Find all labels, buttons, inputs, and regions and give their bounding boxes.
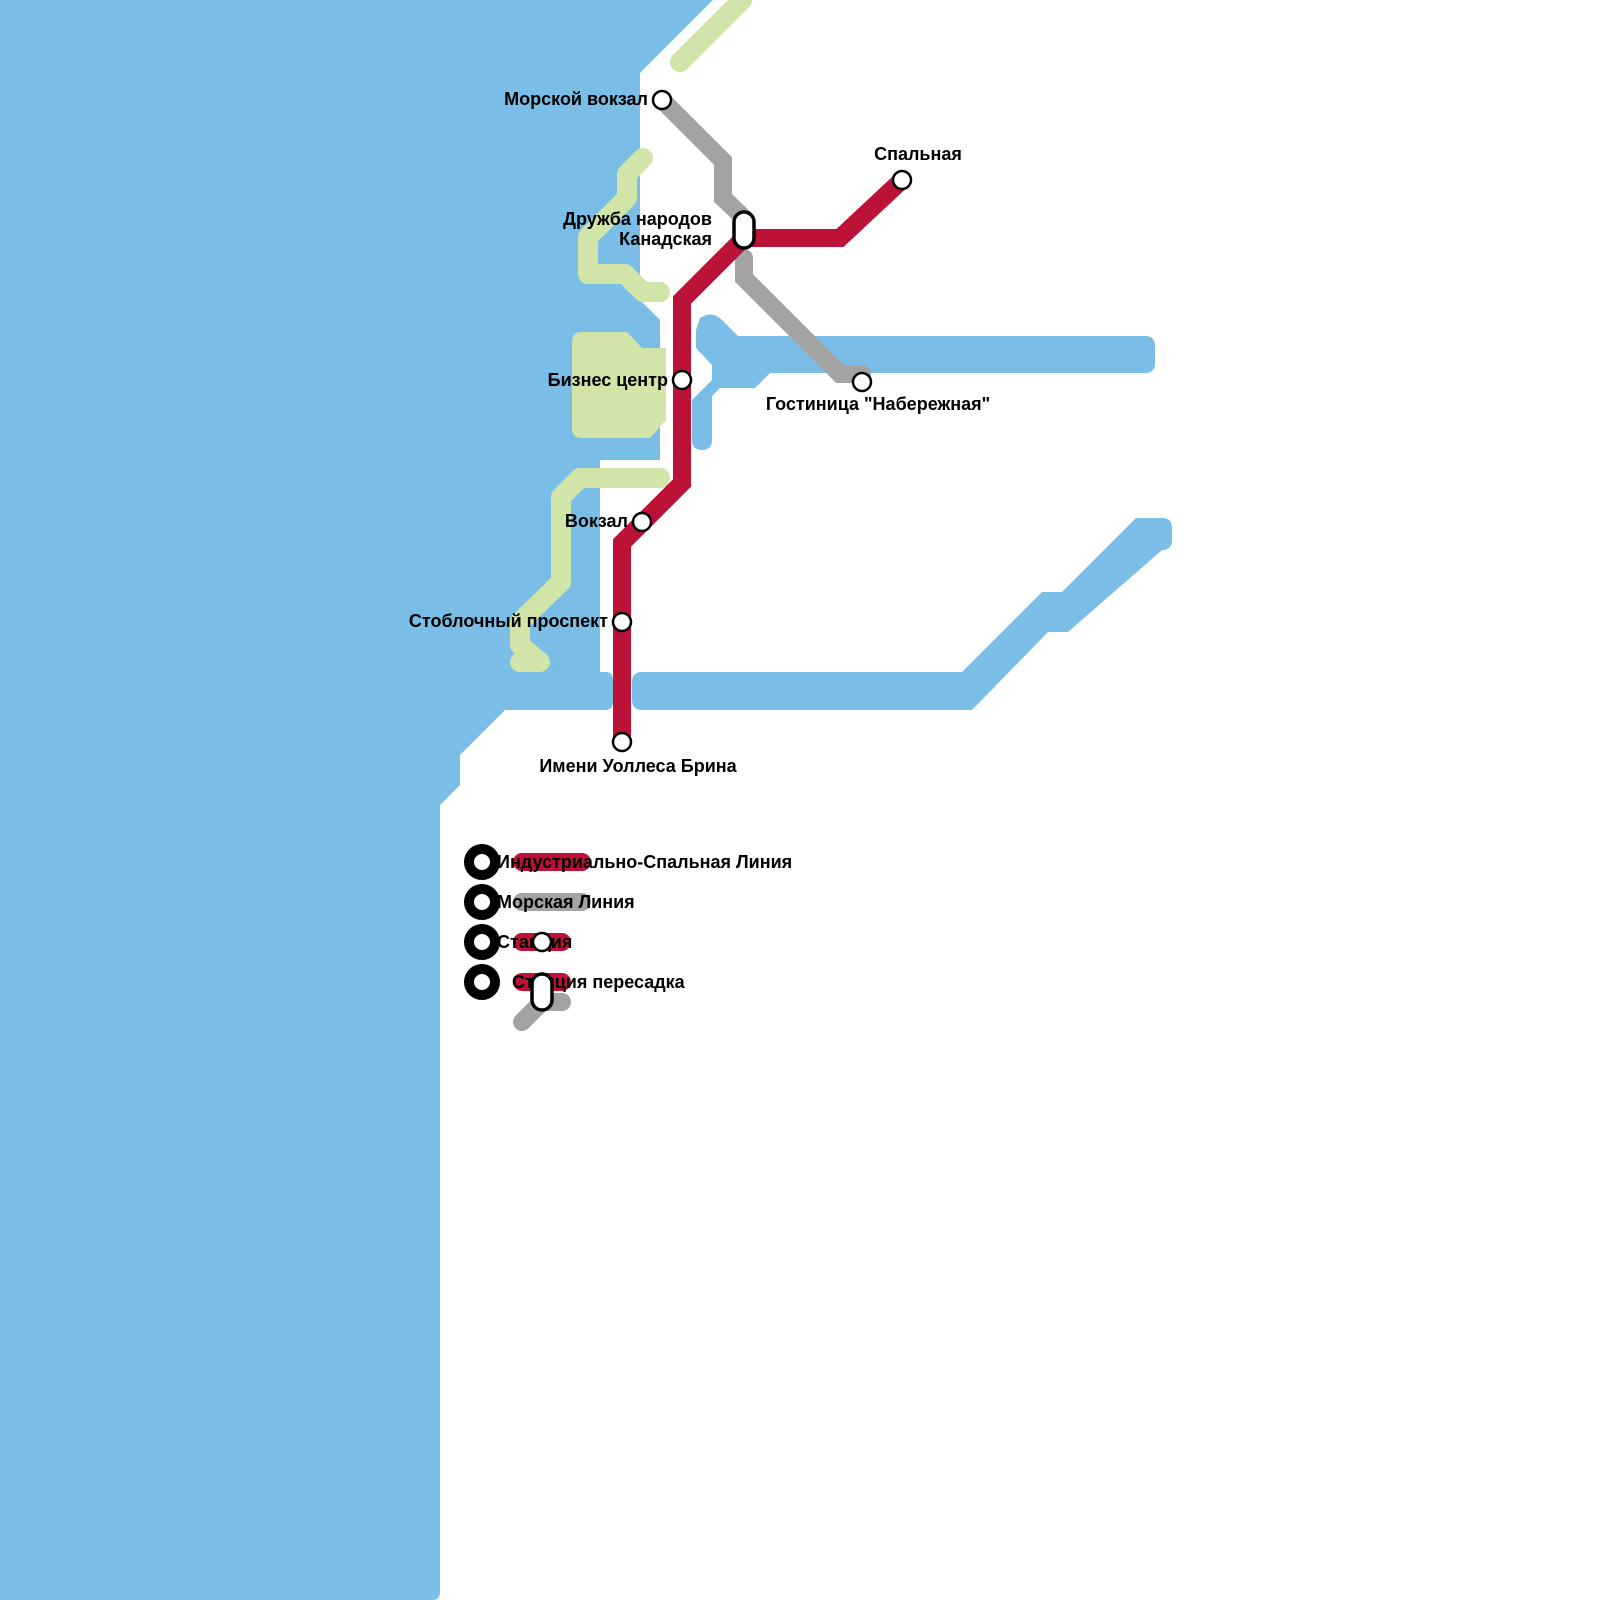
label-stoblochny: Стоблочный проспект	[409, 611, 608, 631]
legend-ring-icon	[464, 844, 500, 880]
station-vokzal[interactable]	[631, 511, 653, 533]
legend-label: Морская Линия	[497, 892, 635, 912]
legend-item-transfer: Станция пересадка	[464, 964, 686, 1031]
river-lower-west	[500, 672, 613, 710]
park-strip-north	[670, 0, 752, 72]
legend-item-sea-line: Морская Линия	[464, 884, 635, 920]
legend-item-industrial-line: Индустриально-Спальная Линия	[464, 844, 792, 880]
sea-line-path	[653, 91, 871, 383]
label-breen: Имени Уоллеса Брина	[539, 756, 737, 776]
legend: Индустриально-Спальная Линия Морская Лин…	[464, 844, 792, 1031]
legend-label: Станция пересадка	[512, 972, 686, 992]
river-upper	[692, 314, 1155, 450]
station-transfer-druzhba-kanadskaya[interactable]	[732, 210, 756, 250]
metro-lines	[613, 91, 911, 749]
station-labels: Морской вокзал Спальная Дружба народов К…	[409, 89, 990, 776]
label-vokzal: Вокзал	[565, 511, 628, 531]
park-strip-south	[510, 468, 670, 672]
station-morskoy-vokzal[interactable]	[651, 89, 673, 111]
legend-ring-icon	[464, 964, 500, 1000]
legend-station-icon	[531, 931, 553, 953]
river-upper-inlet	[720, 336, 810, 373]
legend-ring-icon	[464, 924, 500, 960]
label-gostinica: Гостиница "Набережная"	[766, 394, 990, 414]
legend-transfer-icon	[530, 972, 554, 1012]
legend-ring-icon	[464, 884, 500, 920]
station-spalnaya[interactable]	[891, 169, 913, 191]
label-biznes-centr: Бизнес центр	[548, 370, 668, 390]
stations	[611, 89, 913, 753]
label-morskoy-vokzal: Морской вокзал	[504, 89, 648, 109]
sea-area	[0, 0, 713, 1600]
station-breen[interactable]	[611, 731, 633, 753]
label-spalnaya: Спальная	[874, 144, 962, 164]
park-block	[572, 332, 666, 438]
water-layer	[0, 0, 1172, 1600]
river-lower	[632, 518, 1172, 710]
park-strip-coast	[578, 148, 670, 302]
station-gostinica[interactable]	[851, 371, 873, 393]
station-stoblochny[interactable]	[611, 611, 633, 633]
legend-label: Индустриально-Спальная Линия	[497, 852, 792, 872]
legend-item-station: Станция	[464, 924, 572, 960]
station-biznes-centr[interactable]	[671, 369, 693, 391]
industrial-line-path	[613, 171, 911, 749]
label-kanadskaya: Канадская	[619, 229, 712, 249]
label-druzhba-narodov: Дружба народов	[563, 209, 712, 229]
park-layer	[510, 0, 752, 672]
